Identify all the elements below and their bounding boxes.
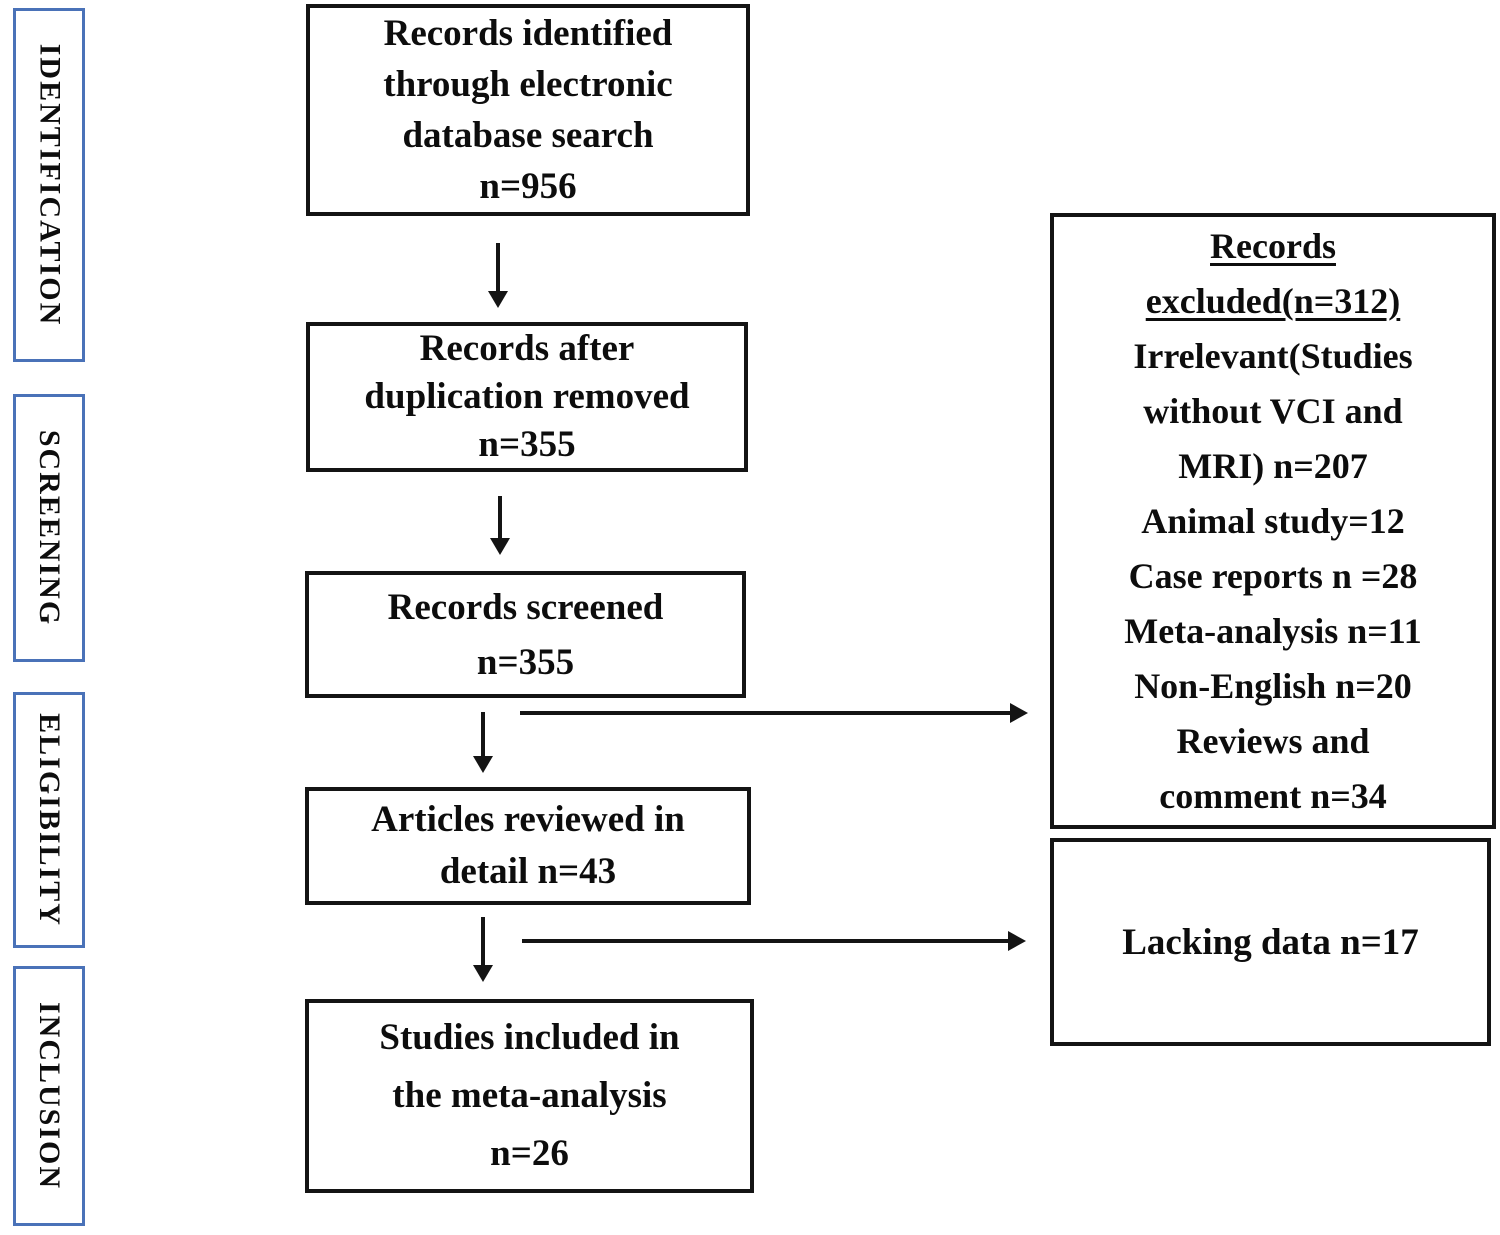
stage-box-screening: SCREENING (13, 394, 85, 662)
flow-box-line: Records screened (387, 586, 664, 628)
stage-box-identification: IDENTIFICATION (13, 8, 85, 362)
exclusion-reason: comment n=34 (1159, 775, 1387, 816)
stage-label-inclusion: INCLUSION (33, 1001, 67, 1191)
arrow-head-down-icon (473, 965, 493, 982)
flow-box-count: n=26 (490, 1133, 569, 1174)
flow-box-line: duplication removed (364, 376, 690, 417)
stage-label-eligibility: ELIGIBILITY (33, 713, 66, 927)
flow-box-count: n=956 (479, 166, 577, 207)
flow-box-studies-included: Studies included in the meta-analysis n=… (305, 999, 754, 1193)
arrow-shaft (496, 243, 500, 293)
arrow-shaft (498, 496, 502, 540)
exclusion-reason: Case reports n =28 (1128, 555, 1418, 596)
arrow-shaft (481, 712, 485, 758)
flow-box-articles-reviewed: Articles reviewed in detail n=43 (305, 787, 751, 905)
flow-box-line: the meta-analysis (392, 1075, 667, 1116)
exclusion-reason: Non-English n=20 (1134, 665, 1412, 706)
exclusion-lacking-data-label: Lacking data n=17 (1122, 921, 1419, 963)
arrow-head-down-icon (473, 756, 493, 773)
flow-box-records-after-duplication: Records after duplication removed n=355 (306, 322, 748, 472)
flow-box-line: Articles reviewed in (371, 799, 685, 840)
flow-box-records-screened: Records screened n=355 (305, 571, 746, 698)
stage-label-screening: SCREENING (33, 429, 66, 627)
stage-label-identification: IDENTIFICATION (33, 43, 66, 327)
arrow-shaft (522, 939, 1010, 943)
flow-box-line: database search (402, 115, 654, 156)
flow-box-count: n=355 (476, 641, 575, 683)
flow-box-count: detail n=43 (439, 851, 617, 892)
arrow-head-down-icon (490, 538, 510, 555)
arrow-head-down-icon (488, 291, 508, 308)
arrow-shaft (520, 711, 1012, 715)
flow-box-line: through electronic (383, 64, 673, 105)
exclusion-reason: without VCI and (1143, 390, 1403, 431)
exclusion-reason: Reviews and (1176, 720, 1370, 761)
stage-box-inclusion: INCLUSION (13, 966, 85, 1226)
exclusion-title-line: Records (1210, 225, 1336, 266)
arrow-head-right-icon (1008, 931, 1026, 951)
exclusion-reason: Irrelevant(Studies (1133, 335, 1413, 376)
arrow-head-right-icon (1010, 703, 1028, 723)
flow-box-records-identified: Records identified through electronic da… (306, 4, 750, 216)
exclusion-box-lacking-data: Lacking data n=17 (1050, 838, 1491, 1046)
arrow-shaft (481, 917, 485, 967)
exclusion-reason: Meta-analysis n=11 (1124, 610, 1422, 651)
flow-box-count: n=355 (478, 424, 576, 465)
exclusion-reason: MRI) n=207 (1178, 445, 1368, 486)
exclusion-title-line: excluded(n=312) (1145, 280, 1401, 321)
exclusion-reason: Animal study=12 (1141, 500, 1405, 541)
exclusion-box-records-excluded: Records excluded(n=312) Irrelevant(Studi… (1050, 213, 1496, 829)
flow-box-line: Studies included in (379, 1017, 680, 1058)
flow-box-line: Records after (419, 328, 635, 369)
stage-box-eligibility: ELIGIBILITY (13, 692, 85, 948)
flow-box-line: Records identified (383, 13, 673, 54)
